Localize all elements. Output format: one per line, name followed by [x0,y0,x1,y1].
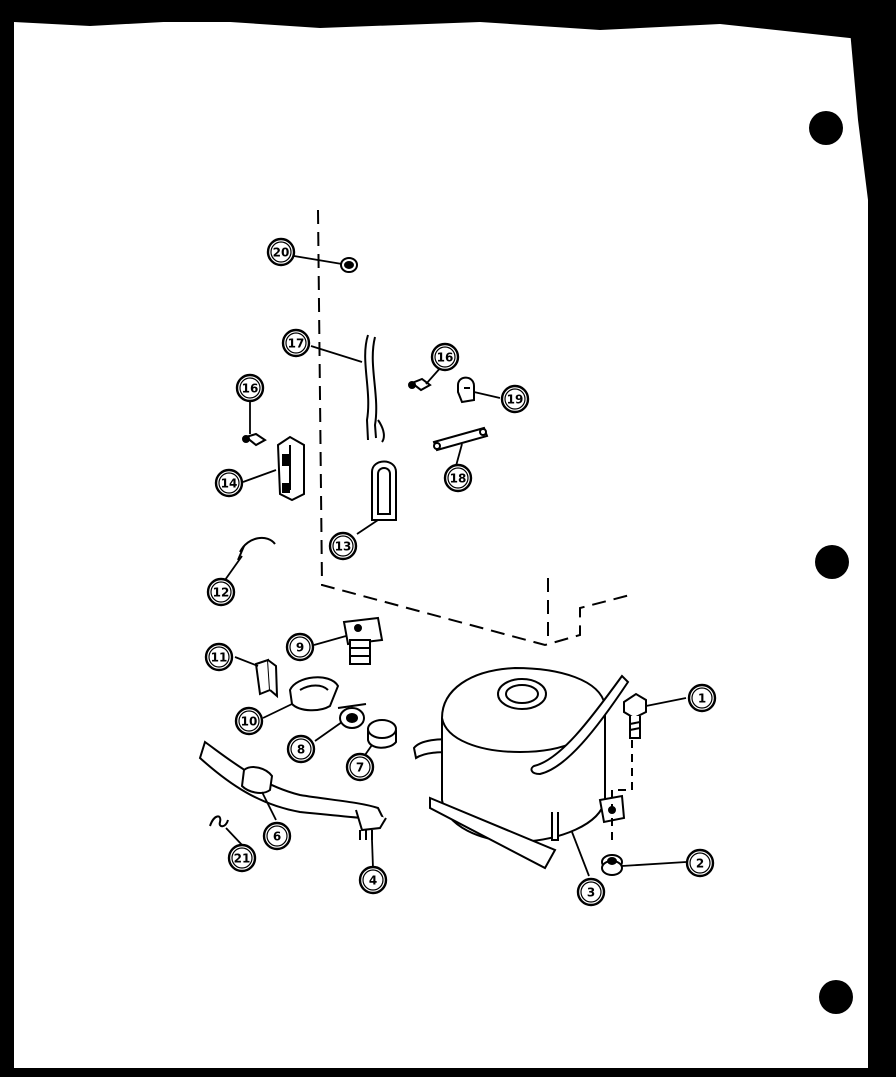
part-16-screw-right [408,377,432,392]
callout-label: 17 [288,337,305,351]
part-7-cap [367,719,397,749]
part-2-grommet [601,854,623,876]
part-16-screw-left [242,432,267,447]
callout-c21: 21 [227,843,257,873]
callout-c19: 19 [500,384,530,414]
callout-label: 21 [234,852,251,866]
leader-lines [224,255,687,877]
callout-label: 1 [698,692,706,706]
callout-label: 8 [297,743,305,757]
callout-label: 12 [213,586,230,600]
callout-c10: 10 [234,706,264,736]
part-14-bracket [276,435,305,502]
part-19-clip [457,376,475,404]
callout-label: 14 [221,477,238,491]
part-3-compressor [412,666,630,870]
cabinet-outline [317,209,631,647]
binder-hole-middle [815,545,849,579]
callout-c12: 12 [206,577,236,607]
part-21-hook [209,815,229,828]
callout-label: 7 [356,761,364,775]
callout-c17: 17 [281,328,311,358]
callout-label: 19 [507,393,524,407]
callout-c4: 4 [358,865,388,895]
callout-c20: 20 [266,237,296,267]
callout-c7: 7 [345,752,375,782]
callout-c3: 3 [576,877,606,907]
part-13-gasket [371,460,397,521]
callout-label: 2 [696,857,704,871]
part-10-cover [288,676,340,712]
mounting-guide-line [611,740,633,846]
callout-c6: 6 [262,821,292,851]
callout-c8: 8 [286,734,316,764]
callout-label: 4 [369,874,377,888]
part-1-bolt [623,692,647,739]
part-18-bar [432,426,489,452]
callout-c16b: 16 [235,373,265,403]
callout-c1: 1 [687,683,717,713]
callout-label: 16 [437,351,454,365]
callout-c2: 2 [685,848,715,878]
callout-c13: 13 [328,531,358,561]
callout-label: 10 [241,715,258,729]
binder-hole-top [809,111,843,145]
callout-label: 13 [335,540,352,554]
callout-label: 9 [296,641,304,655]
part-12-clamp [237,536,276,561]
callout-label: 11 [211,651,228,665]
callout-c14: 14 [214,468,244,498]
callout-label: 18 [450,472,467,486]
callout-label: 3 [587,886,595,900]
part-11-bracket [254,658,279,699]
part-8-overload [337,703,367,729]
callout-c18: 18 [443,463,473,493]
part-17-wire [364,334,385,443]
part-9-relay [342,616,384,665]
callout-c9: 9 [285,632,315,662]
callout-label: 16 [242,382,259,396]
part-4-6-power-cord [198,740,387,840]
binder-holes [809,111,853,1014]
binder-hole-bottom [819,980,853,1014]
callout-label: 20 [273,246,290,260]
part-20-plug [340,257,358,273]
callout-c11: 11 [204,642,234,672]
callout-label: 6 [273,830,281,844]
callout-c16a: 16 [430,342,460,372]
